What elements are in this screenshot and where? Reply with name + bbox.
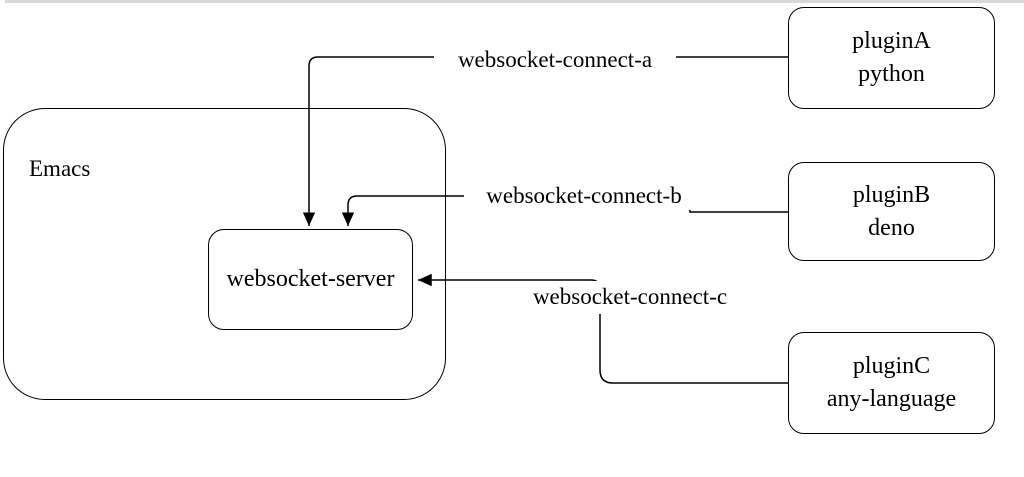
plugin-a-node: pluginA python — [788, 7, 995, 109]
plugin-b-title: pluginB — [852, 181, 931, 208]
edge-websocket-connect-c — [418, 273, 788, 384]
emacs-label: Emacs — [29, 156, 91, 181]
edge-label-websocket-connect-c: websocket-connect-c — [507, 281, 753, 314]
window-top-edge — [5, 0, 1024, 3]
plugin-c-node: pluginC any-language — [788, 332, 995, 434]
edge-websocket-connect-a — [302, 56, 788, 226]
edge-label-websocket-connect-a: websocket-connect-a — [434, 46, 676, 74]
plugin-a-subtitle: python — [858, 61, 925, 87]
plugin-c-subtitle: any-language — [826, 386, 957, 412]
plugin-b-subtitle: deno — [868, 214, 915, 241]
websocket-server-label: websocket-server — [226, 266, 395, 292]
plugin-a-title: pluginA — [852, 28, 931, 54]
edge-label-websocket-connect-b: websocket-connect-b — [464, 182, 704, 210]
plugin-b-node: pluginB deno — [788, 162, 995, 261]
websocket-server-node: websocket-server — [208, 229, 413, 330]
plugin-c-title: pluginC — [852, 353, 931, 379]
